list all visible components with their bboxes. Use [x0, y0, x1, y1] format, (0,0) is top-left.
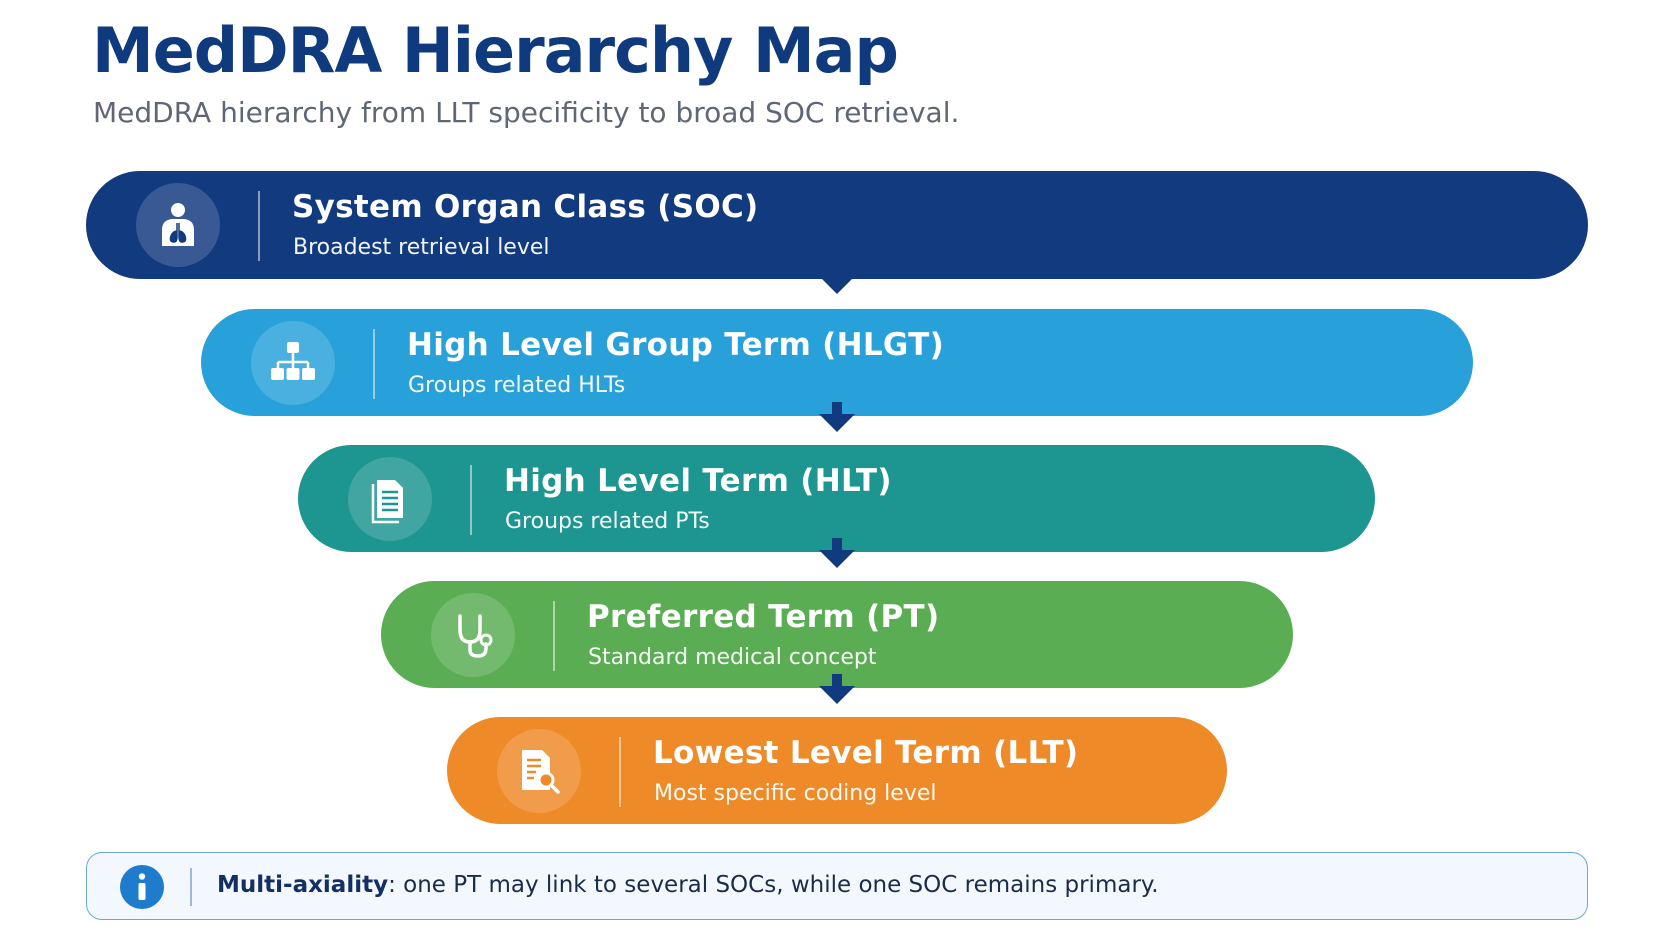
- level-divider: [619, 737, 621, 807]
- level-hlt-bar: High Level Term (HLT) Groups related PTs: [298, 445, 1375, 552]
- info-term: Multi-axiality: [217, 872, 389, 898]
- level-desc-hlgt: Groups related HLTs: [408, 373, 626, 398]
- level-pt-bar: Preferred Term (PT) Standard medical con…: [381, 581, 1293, 688]
- level-title-llt: Lowest Level Term (LLT): [653, 735, 1079, 771]
- level-desc-hlt: Groups related PTs: [505, 509, 710, 534]
- level-divider: [470, 465, 472, 535]
- down-arrow-icon: [819, 674, 855, 704]
- document-search-icon: [497, 729, 581, 813]
- page-title: MedDRA Hierarchy Map: [92, 14, 899, 87]
- level-title-hlt: High Level Term (HLT): [504, 463, 892, 499]
- stethoscope-icon: [431, 593, 515, 677]
- down-arrow-icon: [819, 264, 855, 294]
- down-arrow-icon: [819, 402, 855, 432]
- page-subtitle: MedDRA hierarchy from LLT specificity to…: [93, 96, 960, 129]
- level-divider: [258, 191, 260, 261]
- level-title-hlgt: High Level Group Term (HLGT): [407, 327, 945, 363]
- level-title-soc: System Organ Class (SOC): [292, 189, 759, 225]
- level-desc-pt: Standard medical concept: [588, 645, 877, 670]
- down-arrow-icon: [819, 538, 855, 568]
- level-divider: [553, 601, 555, 671]
- info-divider: [190, 868, 192, 906]
- level-desc-soc: Broadest retrieval level: [293, 235, 550, 260]
- level-title-pt: Preferred Term (PT): [587, 599, 940, 635]
- document-list-icon: [348, 457, 432, 541]
- org-chart-icon: [251, 321, 335, 405]
- level-hlgt-bar: High Level Group Term (HLGT) Groups rela…: [201, 309, 1473, 416]
- info-icon: [120, 865, 164, 909]
- level-desc-llt: Most specific coding level: [654, 781, 937, 806]
- info-note: Multi-axiality: one PT may link to sever…: [86, 852, 1588, 920]
- level-soc-bar: System Organ Class (SOC) Broadest retrie…: [86, 171, 1588, 279]
- person-lungs-icon: [136, 183, 220, 267]
- info-text: Multi-axiality: one PT may link to sever…: [217, 872, 1159, 898]
- level-llt-bar: Lowest Level Term (LLT) Most specific co…: [447, 717, 1227, 824]
- info-body: : one PT may link to several SOCs, while…: [388, 872, 1159, 898]
- level-divider: [373, 329, 375, 399]
